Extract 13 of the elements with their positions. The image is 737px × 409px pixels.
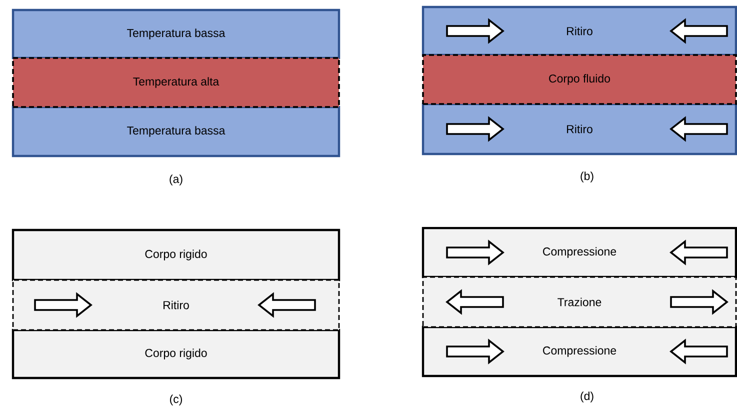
- panel-label: (c): [170, 394, 182, 406]
- layer-band: Trazione: [422, 276, 737, 328]
- panel-label: (d): [580, 392, 594, 402]
- layer-band: Ritiro: [12, 279, 340, 331]
- layer-band: Corpo fluido: [422, 54, 737, 105]
- layer-band: Compressione: [422, 226, 737, 278]
- layer-band: Temperatura bassa: [12, 8, 340, 60]
- layer-band: Temperatura alta: [12, 57, 340, 108]
- layer-band: Temperatura bassa: [12, 106, 340, 158]
- layer-band: Corpo rigido: [12, 328, 340, 380]
- panel-label: (b): [580, 172, 594, 182]
- layer-band: Corpo rigido: [12, 228, 340, 282]
- panel-label: (a): [170, 174, 182, 186]
